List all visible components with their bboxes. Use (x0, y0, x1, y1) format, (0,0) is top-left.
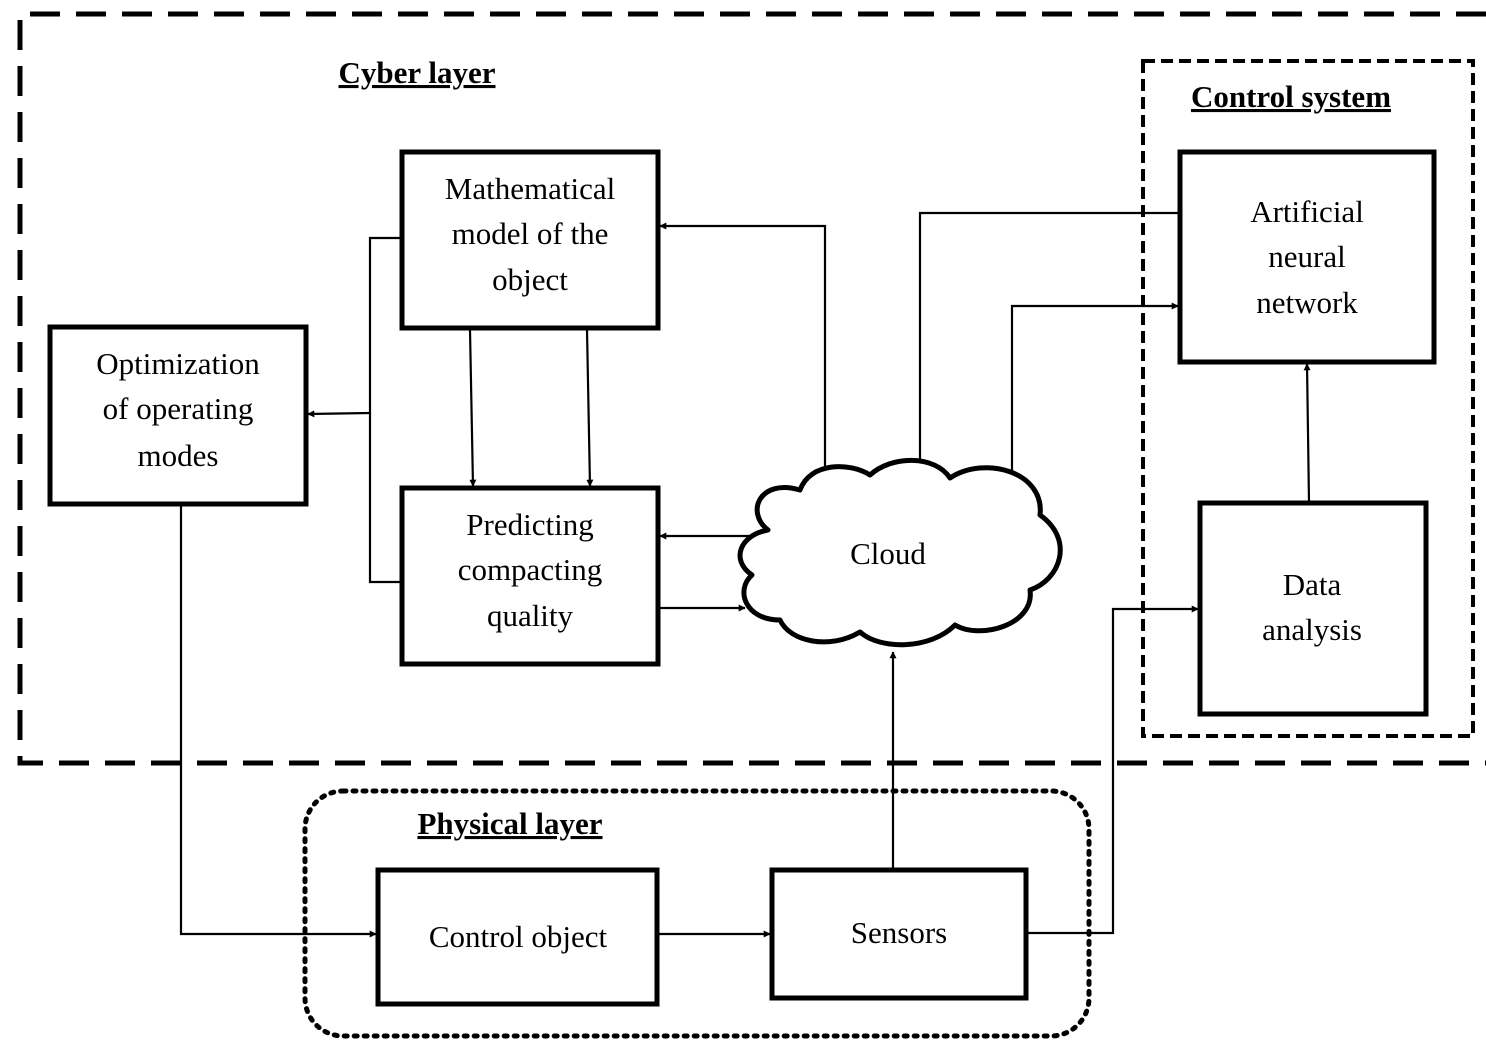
arrow-math-to-predicting-1 (468, 329, 477, 487)
arrow-ann-to-cloud (916, 211, 1180, 468)
optimization-label-line-1: Optimization (96, 346, 260, 381)
arrow-to-optimization (307, 410, 371, 418)
ann-label-line-1: Artificial (1250, 194, 1364, 229)
optimization-node: Optimization of operating modes (47, 324, 309, 507)
predicting-label-line-3: quality (487, 598, 574, 633)
cloud-shape (737, 457, 1063, 648)
ann-node: Artificial neural network (1177, 149, 1437, 365)
math-model-label-line-1: Mathematical (445, 171, 615, 206)
connectors (179, 211, 1311, 938)
control-system-title: Control system (1191, 79, 1391, 114)
arrow-cloud-to-ann (1010, 302, 1179, 475)
arrow-optimization-to-control-object (179, 506, 377, 938)
control-object-node: Control object (375, 867, 660, 1007)
ann-label-line-2: neural (1268, 239, 1345, 274)
cloud-label: Cloud (850, 536, 926, 571)
data-analysis-label-line-1: Data (1283, 567, 1342, 602)
sensors-label: Sensors (851, 915, 947, 950)
data-analysis-label-line-2: analysis (1262, 612, 1362, 647)
ann-label-line-3: network (1256, 285, 1358, 320)
cloud-node: Cloud (737, 457, 1063, 648)
physical-layer-boundary (302, 788, 1092, 1039)
optimization-label-line-3: modes (138, 438, 219, 473)
arrow-math-to-predicting-2 (585, 329, 594, 487)
arrow-sensors-to-data-analysis (1028, 605, 1199, 935)
bracket-to-optimization (368, 236, 402, 584)
predicting-label-line-1: Predicting (466, 507, 593, 542)
control-system-boundary (1141, 59, 1475, 738)
predicting-label-line-2: compacting (458, 552, 603, 587)
math-model-label-line-2: model of the (452, 216, 609, 251)
math-model-node: Mathematical model of the object (399, 149, 661, 331)
sensors-node: Sensors (769, 867, 1029, 1001)
math-model-label-line-3: object (492, 262, 568, 297)
predicting-node: Predicting compacting quality (399, 485, 661, 667)
cyber-layer-title: Cyber layer (339, 55, 496, 90)
control-object-label: Control object (429, 919, 608, 954)
physical-layer-title: Physical layer (417, 806, 602, 841)
data-analysis-node: Data analysis (1197, 500, 1429, 717)
cyber-layer-boundary (17, 11, 1486, 766)
arrow-cloud-to-math-model (659, 222, 827, 484)
arrow-data-analysis-to-ann (1303, 363, 1311, 503)
optimization-label-line-2: of operating (103, 391, 254, 426)
